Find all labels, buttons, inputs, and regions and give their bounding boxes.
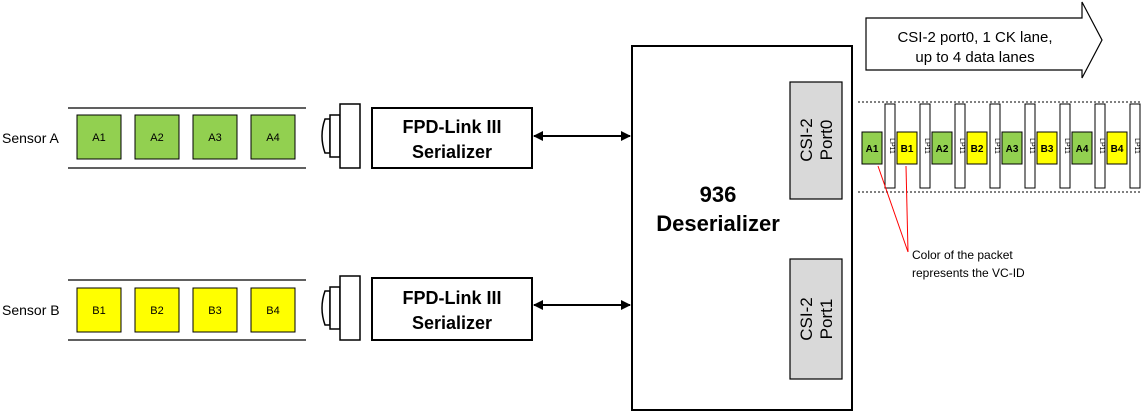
stream-packet-7 bbox=[1071, 131, 1093, 165]
stream-packet-label-7: A4 bbox=[1076, 144, 1089, 155]
sensor-b-packet-1 bbox=[76, 287, 122, 333]
serializer-a-line2: Serializer bbox=[412, 142, 492, 162]
annotation-pointer-1 bbox=[877, 165, 909, 253]
serializer-b-line2: Serializer bbox=[412, 313, 492, 333]
sensor-b-packet-label-3: B3 bbox=[208, 305, 221, 317]
sensor-a-packet-label-2: A2 bbox=[150, 132, 163, 144]
sensor-b-packets: B1 B2 B3 B4 bbox=[76, 287, 296, 333]
csi2-port1-line1: CSI-2 bbox=[797, 297, 816, 340]
sensor-a-packet-3 bbox=[192, 114, 238, 160]
lp11-gap-2 bbox=[919, 103, 931, 189]
sensor-a-packet-label-1: A1 bbox=[92, 132, 105, 144]
lp11-gap-8 bbox=[1129, 103, 1141, 189]
lp11-label-5: LP11 bbox=[1028, 138, 1035, 154]
serializer-b-box bbox=[371, 277, 533, 341]
sensor-a-packet-label-4: A4 bbox=[266, 132, 279, 144]
stream-packet-3 bbox=[931, 131, 953, 165]
annotation-line1: Color of the packet bbox=[912, 248, 1013, 262]
sensor-a-packet-2 bbox=[134, 114, 180, 160]
output-arrow-shape bbox=[865, 1, 1103, 79]
lp11-label-3: LP11 bbox=[958, 138, 965, 154]
stream-packet-label-4: B2 bbox=[971, 144, 984, 155]
csi2-port1-box bbox=[789, 258, 843, 380]
lp11-gap-3 bbox=[954, 103, 966, 189]
stream-packet-label-1: A1 bbox=[866, 144, 879, 155]
csi2-port0-line2: Port0 bbox=[817, 120, 836, 161]
lp11-label-8: LP11 bbox=[1133, 138, 1140, 154]
sensor-a-packet-label-3: A3 bbox=[208, 132, 221, 144]
deserializer-line1: 936 bbox=[700, 182, 737, 207]
sensor-a-packet-1 bbox=[76, 114, 122, 160]
stream-packet-6 bbox=[1036, 131, 1058, 165]
stream-packet-1 bbox=[861, 131, 883, 165]
csi2-port0-box bbox=[789, 81, 843, 200]
sensor-b-packet-4 bbox=[250, 287, 296, 333]
output-arrow-line1: CSI-2 port0, 1 CK lane, bbox=[897, 29, 1052, 46]
camera-lens-a-icon bbox=[321, 103, 361, 169]
stream-packet-label-3: A2 bbox=[936, 144, 949, 155]
stream-packet-2 bbox=[896, 131, 918, 165]
annotation-line2: represents the VC-ID bbox=[912, 266, 1025, 280]
lp11-gap-6 bbox=[1059, 103, 1071, 189]
lp11-label-1: LP11 bbox=[888, 138, 895, 154]
lp11-label-7: LP11 bbox=[1098, 138, 1105, 154]
lp11-label-4: LP11 bbox=[993, 138, 1000, 154]
lp11-label-2: LP11 bbox=[923, 138, 930, 154]
stream-packet-8 bbox=[1106, 131, 1128, 165]
stream-packet-label-8: B4 bbox=[1111, 144, 1124, 155]
deserializer-line2: Deserializer bbox=[656, 211, 780, 236]
lp11-gap-1 bbox=[884, 103, 896, 189]
csi2-port0-line1: CSI-2 bbox=[797, 118, 816, 161]
csi2-packet-stream: A1 LP11 B1 LP11 A2 LP11 B2 LP11 A3 LP11 B3 LP11 A4 LP… bbox=[861, 103, 1141, 189]
lp11-label-6: LP11 bbox=[1063, 138, 1070, 154]
sensor-b-packet-label-4: B4 bbox=[266, 305, 279, 317]
sensor-a-packets: A1 A2 A3 A4 bbox=[76, 114, 296, 160]
output-arrow-line2: up to 4 data lanes bbox=[915, 49, 1034, 66]
stream-packet-label-2: B1 bbox=[901, 144, 914, 155]
serializer-a-line1: FPD-Link III bbox=[403, 117, 502, 137]
sensor-b-packet-2 bbox=[134, 287, 180, 333]
lp11-gap-5 bbox=[1024, 103, 1036, 189]
serializer-b-line1: FPD-Link III bbox=[403, 288, 502, 308]
serializer-a-box bbox=[371, 107, 533, 169]
stream-packet-4 bbox=[966, 131, 988, 165]
annotation-pointer-2 bbox=[905, 165, 909, 253]
sensor-b-packet-label-1: B1 bbox=[92, 305, 105, 317]
stream-packet-label-6: B3 bbox=[1041, 144, 1054, 155]
sensor-b-packet-label-2: B2 bbox=[150, 305, 163, 317]
sensor-a-packet-4 bbox=[250, 114, 296, 160]
stream-packet-5 bbox=[1001, 131, 1023, 165]
sensor-b-label: Sensor B bbox=[2, 302, 60, 318]
camera-lens-b-icon bbox=[321, 275, 361, 341]
sensor-b-packet-3 bbox=[192, 287, 238, 333]
lp11-gap-4 bbox=[989, 103, 1001, 189]
csi2-port1-line2: Port1 bbox=[817, 299, 836, 340]
stream-packet-label-5: A3 bbox=[1006, 144, 1019, 155]
sensor-a-label: Sensor A bbox=[2, 130, 59, 146]
lp11-gap-7 bbox=[1094, 103, 1106, 189]
